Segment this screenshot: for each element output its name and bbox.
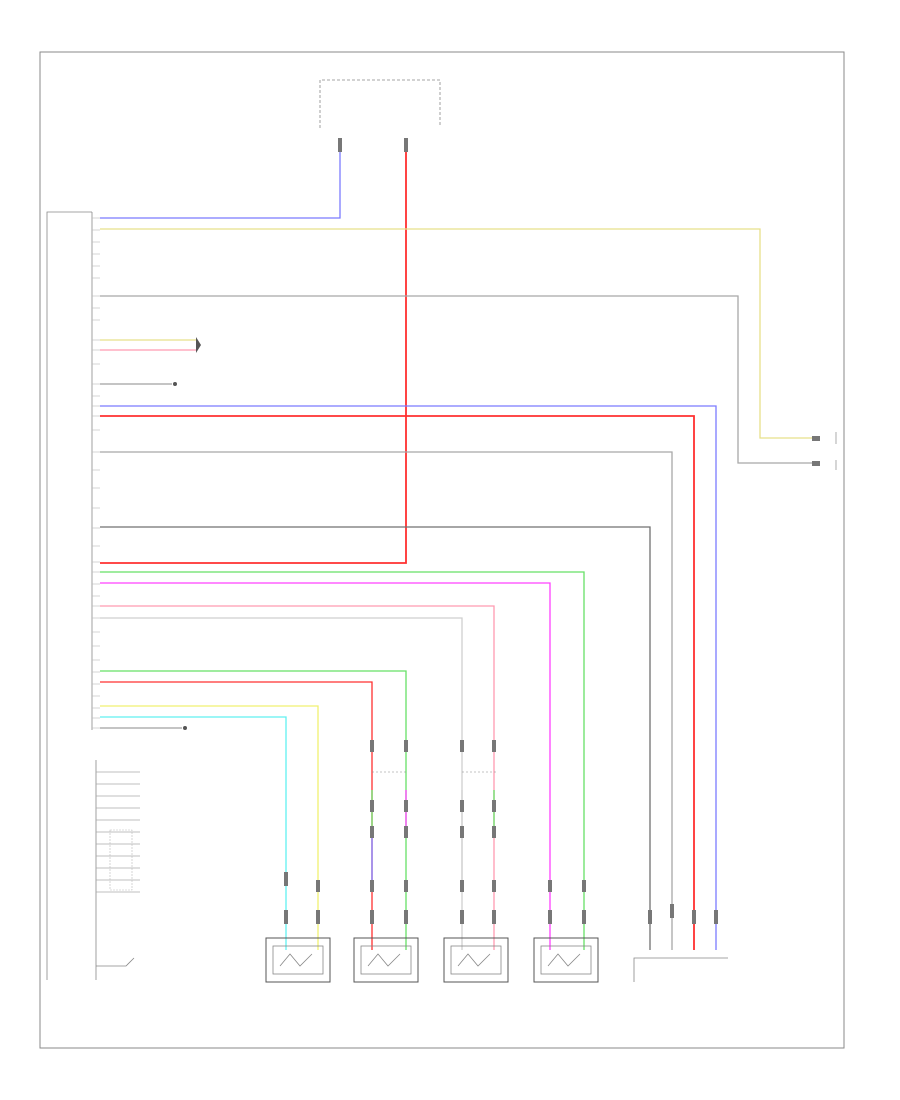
fuse-block	[319, 79, 441, 128]
wires	[100, 138, 816, 950]
wire-yellow-right	[100, 228, 816, 439]
right-connector	[633, 957, 728, 982]
module-connector	[46, 211, 93, 980]
wire-cyan-sensor1	[100, 716, 287, 950]
wire-lightgray-sensor3	[100, 617, 463, 950]
wire-segments	[371, 790, 495, 890]
wire-blue-fuse	[100, 138, 341, 219]
short-run-ends	[173, 337, 201, 730]
sensor-3	[443, 937, 509, 983]
wire-gray-connector	[100, 451, 673, 950]
wire-yellow-sensor1	[100, 705, 319, 950]
wire-gray-right	[100, 295, 816, 464]
wire-darkgray-connector	[100, 526, 651, 950]
wire-red-fuse	[100, 138, 407, 564]
sensor-1	[265, 937, 331, 983]
wire-green-sensor2	[100, 670, 407, 950]
wire-blue-connector	[100, 405, 717, 950]
diagram-frame	[39, 51, 845, 1049]
wire-red-connector	[100, 415, 695, 950]
wire-green-sensor4	[100, 571, 585, 950]
inline-connectors	[284, 138, 718, 924]
pin-ticks	[92, 217, 100, 729]
sensor-2	[353, 937, 419, 983]
wire-magenta-sensor4	[100, 582, 551, 950]
sensor-4	[533, 937, 599, 983]
wire-pink-sensor3	[100, 605, 495, 950]
wire-red-sensor2	[100, 681, 373, 950]
right-edge-terminals	[812, 432, 837, 470]
switch-stack	[95, 760, 140, 980]
